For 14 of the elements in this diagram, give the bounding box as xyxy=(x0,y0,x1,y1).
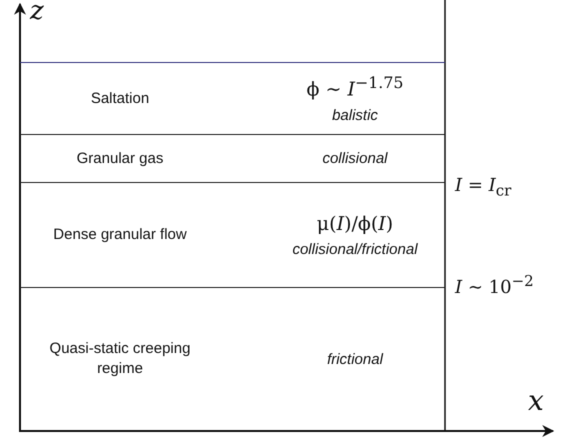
regime-type: balistic xyxy=(332,106,378,124)
regime-name: Saltation xyxy=(90,88,150,108)
threshold-label: I ∼ 10$^{−2}$ xyxy=(455,272,534,298)
threshold-label: I = I$_{cr}$ xyxy=(455,175,512,200)
scaling-law: μ(I)/ϕ(I) xyxy=(316,212,394,234)
regime-type: collisional/frictional xyxy=(292,240,418,258)
axis-label: x xyxy=(528,384,544,417)
regime-name: Quasi-static creeping regime xyxy=(48,339,192,379)
scaling-law: ϕ ∼ I$^{−1.75}$ xyxy=(306,73,404,101)
regime-type: frictional xyxy=(327,350,383,368)
regime-name: Dense granular flow xyxy=(53,225,187,245)
regime-type: collisional xyxy=(322,150,388,167)
regime-name: Granular gas xyxy=(76,148,164,168)
axis-label: z xyxy=(30,0,44,26)
